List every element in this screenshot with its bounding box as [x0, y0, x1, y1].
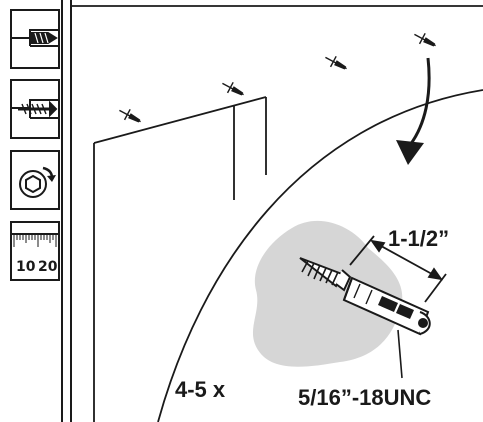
lag-screw-icon: [299, 257, 352, 292]
wall-anchor-detail: [342, 276, 431, 336]
thread-leader-line: [397, 329, 403, 379]
screw-icon: [119, 108, 141, 123]
length-label: 1-1/2”: [388, 226, 450, 251]
quantity-label: 4-5 x: [175, 377, 226, 402]
screw-icon: [222, 81, 244, 96]
screw-icon: [325, 55, 347, 70]
screw-icon: [414, 32, 436, 47]
wall-outline: [71, 5, 483, 422]
icon-column: [10, 0, 72, 422]
wall-patch: [252, 220, 403, 367]
thread-spec-label: 5/16”-18UNC: [298, 385, 432, 410]
ruler-icon: [10, 221, 60, 281]
zoom-arrow-icon: [396, 57, 431, 165]
ruler-number-right: 20: [38, 259, 58, 275]
ruler-number-left: 10: [16, 259, 36, 275]
wall-anchor-icon: [10, 79, 60, 139]
dimension-line: [349, 235, 447, 303]
drill-bit-icon: [10, 9, 60, 69]
hex-wrench-icon: [10, 150, 60, 210]
screw-markers: [119, 32, 436, 123]
